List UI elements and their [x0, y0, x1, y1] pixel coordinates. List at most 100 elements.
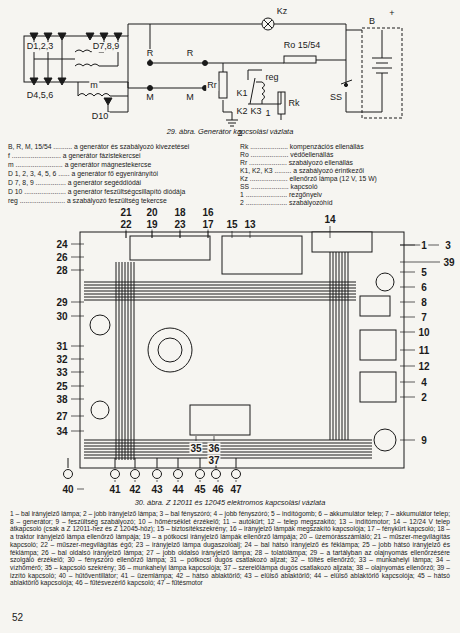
wire [236, 458, 237, 468]
callout-number: 30 [55, 311, 68, 322]
terminal [344, 83, 347, 86]
callout-number: 17 [201, 219, 214, 230]
schematic-label: K1 [235, 89, 248, 99]
wire [345, 252, 346, 440]
callout-number: 18 [173, 207, 186, 218]
lamp-symbol [262, 18, 274, 30]
wire [333, 252, 334, 440]
leader-line [196, 436, 197, 441]
legend-text: 1 ...................... rezgőnyelv [240, 191, 322, 198]
wire [348, 252, 349, 440]
schematic-label: Kz [276, 7, 289, 17]
diode-symbol [104, 98, 112, 105]
legend-text: Kz .................... ellenőrző lámpa … [240, 175, 377, 182]
legend-text: D 7, 8, 9 ................ a generátor s… [8, 179, 141, 186]
wire [108, 24, 205, 112]
callout-number: 34 [55, 426, 68, 437]
wire [128, 262, 129, 460]
diode-symbol [30, 78, 38, 85]
generator-symbol [376, 273, 394, 291]
leader-line [400, 262, 440, 263]
callout-number: 43 [150, 484, 163, 495]
callout-number: 47 [229, 484, 242, 495]
callout-number: 33 [55, 367, 68, 378]
diode-symbol [30, 33, 38, 40]
legend-text: f .......................... a generátor… [8, 152, 141, 159]
schematic-label: D10 [91, 112, 110, 122]
legend-text: K1, K2, K3 ......... a szabályozó érintk… [240, 167, 364, 174]
callout-number: 13 [243, 219, 256, 230]
wire [330, 252, 331, 440]
leader-line [71, 244, 84, 245]
schematic-label: Rr [206, 81, 218, 91]
callout-number: 39 [442, 257, 455, 268]
wire [157, 458, 158, 468]
callout-number: 10 [417, 327, 430, 338]
component-symbol [174, 470, 183, 479]
schematic-label: m [89, 81, 99, 91]
leader-line [232, 231, 233, 238]
callout-number: 8 [420, 297, 428, 308]
wire [135, 458, 136, 468]
schematic-label: reg [264, 73, 279, 83]
leader-line [77, 489, 84, 490]
callout-number: 9 [420, 435, 428, 446]
wire [84, 452, 372, 453]
component-symbol [196, 470, 205, 479]
callout-number: 5 [420, 267, 428, 278]
callout-number: 29 [55, 297, 68, 308]
callout-number: 4 [420, 377, 428, 388]
callout-number: 1 [420, 240, 428, 251]
leader-line [71, 257, 84, 258]
callout-number: 2 [420, 392, 428, 403]
callout-number: 11 [418, 345, 431, 356]
schematic-label: M [145, 93, 155, 103]
leader-line [135, 480, 136, 482]
schematic-label: Ro 15/54 [283, 41, 322, 51]
rectifier-wiring [24, 36, 128, 82]
resistor-symbol [219, 72, 227, 98]
leader-line [400, 366, 415, 367]
callout-number: 36 [207, 443, 220, 454]
battery-symbol [360, 372, 396, 402]
schematic-label: M [185, 93, 195, 103]
leader-line [400, 317, 415, 318]
wire [84, 446, 372, 447]
schematic-label: SS [329, 93, 343, 103]
callout-number: 12 [417, 361, 430, 372]
component-symbol [64, 470, 73, 479]
callout-number: 40 [61, 484, 74, 495]
leader-line [400, 272, 415, 273]
callout-number: 23 [173, 219, 186, 230]
leader-line [200, 480, 201, 482]
component-symbol [153, 470, 162, 479]
diode-symbol [44, 78, 52, 85]
leader-line [71, 359, 84, 360]
schematic-label: 1 [264, 109, 271, 119]
wire [125, 262, 126, 460]
wire-bundle [84, 252, 372, 460]
wire [115, 458, 116, 468]
callout-number: 41 [108, 484, 121, 495]
wire [84, 455, 372, 456]
gauge-symbol [90, 315, 110, 335]
leader-line [71, 270, 84, 271]
wire [84, 458, 372, 459]
harness-frame [80, 232, 404, 468]
leader-line [71, 431, 84, 432]
wire [134, 262, 135, 460]
wire [84, 440, 372, 441]
wire [122, 262, 123, 460]
wire [200, 458, 201, 468]
wire [342, 252, 343, 440]
schematic-label: R [186, 49, 195, 59]
callout-number: 42 [128, 484, 141, 495]
figure-caption: 30. ábra. Z 12011 és 12045 elektromos ka… [135, 499, 326, 507]
schematic-label: D7,8,9 [92, 42, 121, 52]
battery-symbol [346, 30, 392, 112]
leader-line [71, 372, 84, 373]
leader-line [208, 231, 209, 238]
leader-line [115, 480, 116, 482]
callout-number: 6 [420, 282, 428, 293]
callout-number: 16 [201, 207, 214, 218]
